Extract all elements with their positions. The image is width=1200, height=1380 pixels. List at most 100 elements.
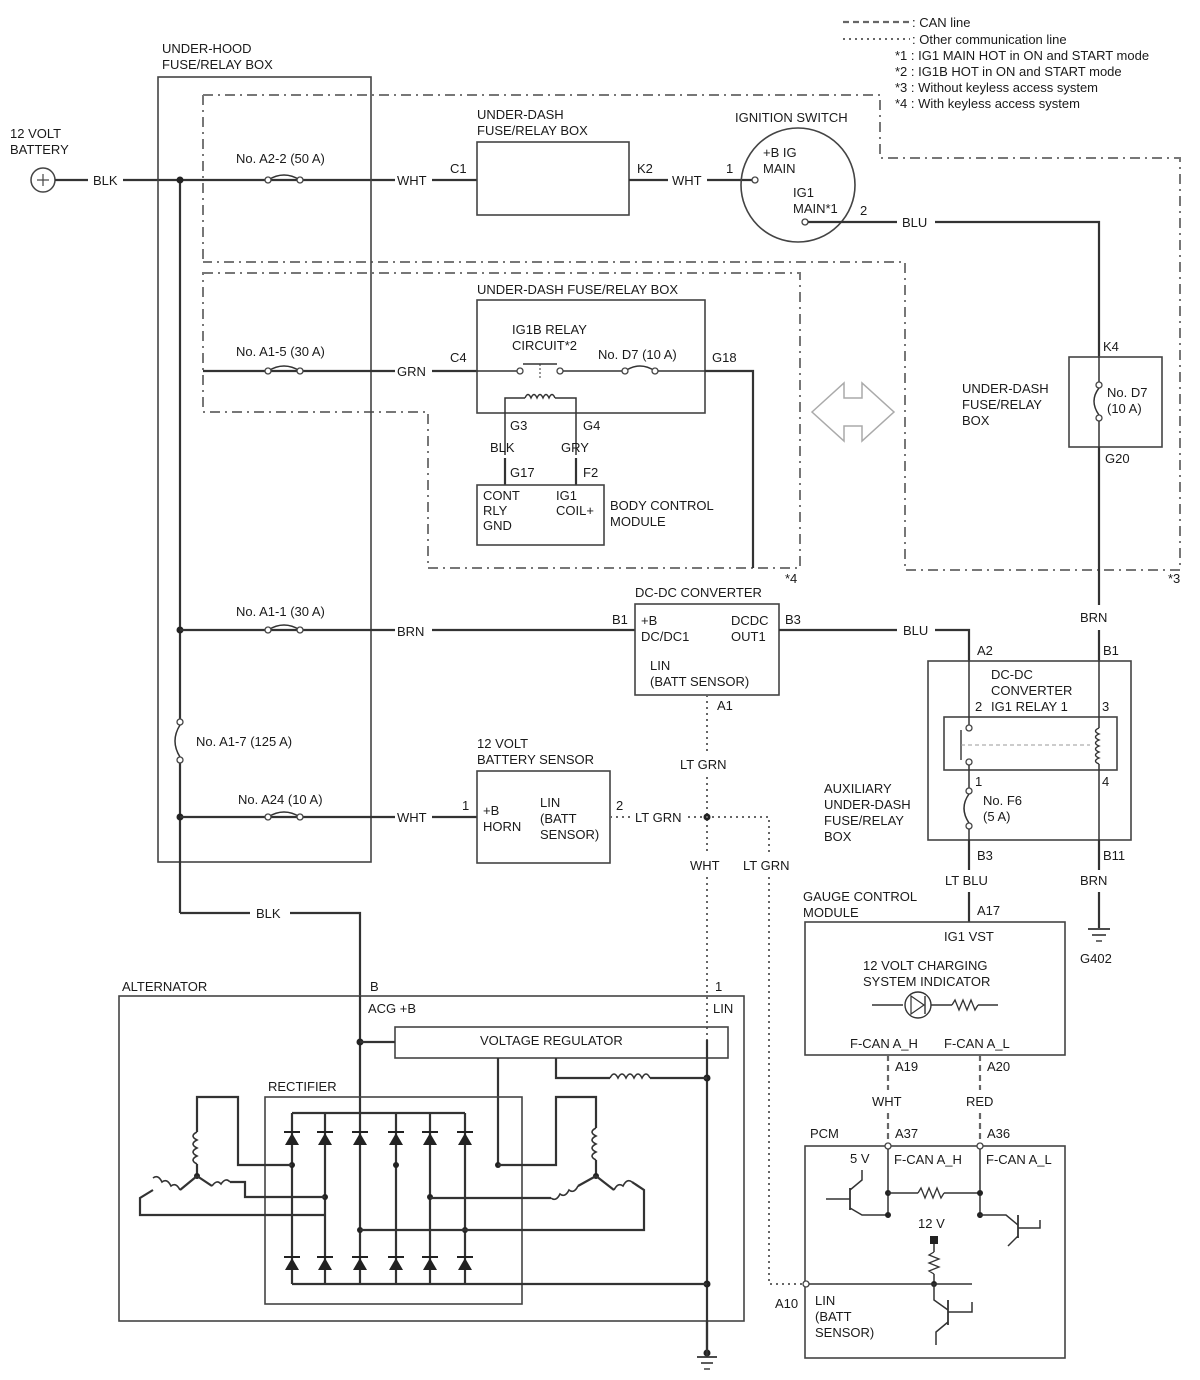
aux-relay-pin-1: 1	[975, 774, 982, 789]
udfrb1-box	[476, 141, 630, 216]
ground-g402-label: G402	[1080, 951, 1112, 966]
battsensor-left-line2: HORN	[483, 819, 521, 834]
diode-upper-4-icon	[389, 1133, 403, 1145]
diode-lower-2-icon	[318, 1258, 332, 1270]
pcm-pin-a37: A37	[895, 1126, 918, 1141]
alternator-lin: LIN	[713, 1001, 733, 1016]
aux-relay-box	[943, 716, 1118, 771]
field-coil-icon	[609, 1073, 651, 1080]
udfrb1-title-line2: FUSE/RELAY BOX	[477, 123, 588, 138]
udfrb1-title-line1: UNDER-DASH	[477, 107, 564, 122]
diode-lower-3-icon	[353, 1258, 367, 1270]
diode-lower-4-icon	[389, 1258, 403, 1270]
pcm-lin-line1: LIN	[815, 1293, 835, 1308]
stator-right	[430, 1095, 646, 1232]
stator-left-coil-top-icon	[192, 1131, 199, 1165]
battsensor-right-line1: LIN	[540, 795, 560, 810]
fuse-a24-label: No. A24 (10 A)	[238, 792, 323, 807]
udfrb1-pin-c1: C1	[450, 161, 467, 176]
wire-label-brn-3: BRN	[1080, 873, 1107, 888]
alternative-arrow-icon	[810, 381, 896, 443]
dcdc-lin-line1: LIN	[650, 658, 670, 673]
aux-pin-b11: B11	[1103, 848, 1125, 863]
legend: : CAN line : Other communication line *1…	[843, 15, 1149, 111]
gauge-ig1-vst: IG1 VST	[944, 929, 994, 944]
wire-label-grn: GRN	[397, 364, 426, 379]
udfrb3-fuse-line2: (10 A)	[1107, 401, 1142, 416]
aux-pin-b1: B1	[1103, 643, 1119, 658]
aux-name-line2: UNDER-DASH	[824, 797, 911, 812]
fuse-a1-7-icon	[174, 724, 181, 758]
battsensor-right-line3: SENSOR)	[540, 827, 599, 842]
pcm-title: PCM	[810, 1126, 839, 1141]
note-star-4: *4	[785, 571, 797, 586]
fuse-a1-5-label: No. A1-5 (30 A)	[236, 344, 325, 359]
battery-sensor: 12 VOLT BATTERY SENSOR 1 2 +B HORN LIN (…	[462, 736, 623, 864]
legend-other-line-label: : Other communication line	[912, 32, 1067, 47]
ground-g402: G402	[1080, 928, 1112, 966]
pcm-lin-line2: (BATT	[815, 1309, 852, 1324]
fuse-a1-1-label: No. A1-1 (30 A)	[236, 604, 325, 619]
alternator-pin-1: 1	[715, 979, 722, 994]
battsensor-title-line1: 12 VOLT	[477, 736, 528, 751]
under-hood-fuse-relay-box: UNDER-HOOD FUSE/RELAY BOX No. A2-2 (50 A…	[157, 41, 395, 913]
aux-relay-pin-3: 3	[1102, 699, 1109, 714]
legend-note-3: *3 : Without keyless access system	[895, 80, 1098, 95]
rectifier-box	[264, 1096, 523, 1305]
wire-label-blu-2: BLU	[903, 623, 928, 638]
bcm-box	[476, 484, 605, 546]
wire-label-brn-1: BRN	[397, 624, 424, 639]
diode-upper-1-icon	[285, 1133, 299, 1145]
legend-can-line-label: : CAN line	[912, 15, 971, 30]
alternator-acg: ACG +B	[368, 1001, 416, 1016]
wire-label-wht-5: WHT	[872, 1094, 902, 1109]
gauge-fcan-h: F-CAN A_H	[850, 1036, 918, 1051]
aux-pin-b3: B3	[977, 848, 993, 863]
alternator-box	[118, 995, 745, 1322]
stator-right-coil-right-icon	[613, 1179, 633, 1191]
wire-label-wht-2: WHT	[672, 173, 702, 188]
udfrb3-fuse-line1: No. D7	[1107, 385, 1147, 400]
bcm-pin-g17: G17	[510, 465, 535, 480]
legend-note-2: *2 : IG1B HOT in ON and START mode	[895, 64, 1122, 79]
enclosure-without-keyless	[203, 94, 1181, 571]
battery-label-line1: 12 VOLT	[10, 126, 61, 141]
underhood-box-outline	[157, 76, 372, 863]
pcm-box	[804, 1145, 1066, 1359]
wire-label-wht-4: WHT	[690, 858, 720, 873]
pcm-fcan-h: F-CAN A_H	[894, 1152, 962, 1167]
aux-fuse-line2: (5 A)	[983, 809, 1010, 824]
alternator-ground	[697, 1321, 717, 1370]
udfrb1-pin-k2: K2	[637, 161, 653, 176]
udfrb3-title-line1: UNDER-DASH	[962, 381, 1049, 396]
fuse-a2-2-label: No. A2-2 (50 A)	[236, 151, 325, 166]
rectifier-label: RECTIFIER	[268, 1079, 337, 1094]
ignition-pin-1: 1	[726, 161, 733, 176]
gauge-indicator-line1: 12 VOLT CHARGING	[863, 958, 988, 973]
stator-right-coil-left-icon	[550, 1185, 579, 1201]
underhood-title-line2: FUSE/RELAY BOX	[162, 57, 273, 72]
pcm-can-resistor-icon	[917, 1186, 945, 1200]
bcm-right-line2: COIL+	[556, 503, 594, 518]
wire-label-blu-1: BLU	[902, 215, 927, 230]
alternator-pin-b: B	[370, 979, 379, 994]
gauge-pin-a20: A20	[987, 1059, 1010, 1074]
under-dash-fuse-relay-box-2: UNDER-DASH FUSE/RELAY BOX C4 IG1B RELAY …	[450, 282, 737, 455]
diode-lower-1-icon	[285, 1258, 299, 1270]
dcdc-right-line1: DCDC	[731, 613, 769, 628]
aux-name-line1: AUXILIARY	[824, 781, 892, 796]
battsensor-left-line1: +B	[483, 803, 499, 818]
wire-label-red: RED	[966, 1094, 993, 1109]
dcdc-left-line2: DC/DC1	[641, 629, 689, 644]
wire-label-brn-2: BRN	[1080, 610, 1107, 625]
pcm-fcan-l: F-CAN A_L	[986, 1152, 1052, 1167]
ignition-ig1-line2: MAIN*1	[793, 201, 838, 216]
udfrb3-title-line2: FUSE/RELAY	[962, 397, 1042, 412]
dcdc-title: DC-DC CONVERTER	[635, 585, 762, 600]
diode-upper-6-icon	[458, 1133, 472, 1145]
bcm-name-line2: MODULE	[610, 514, 666, 529]
aux-relay-coil-icon	[1094, 727, 1101, 765]
option-enclosures: *4 *3	[202, 94, 1181, 586]
dcdc-pin-a1: A1	[717, 698, 733, 713]
